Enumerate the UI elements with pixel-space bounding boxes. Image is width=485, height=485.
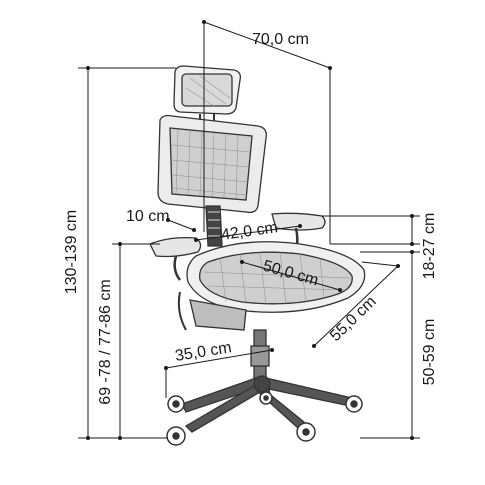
- label-seat-width: 42,0 cm: [220, 219, 279, 244]
- caster-3: [296, 422, 316, 442]
- dim-line-armrest-to-seat: [322, 214, 420, 246]
- label-armrest-to-seat: 18-27 cm: [421, 213, 438, 280]
- label-armrest-width: 10 cm: [126, 208, 170, 225]
- dim-line-chair-depth: [312, 261, 400, 348]
- label-seat-height: 50-59 cm: [421, 319, 438, 386]
- dim-line-seat-height: [360, 250, 420, 440]
- dim-line-total-height: [78, 66, 176, 440]
- dim-line-seat-width: [194, 224, 302, 242]
- dimension-lines: [78, 20, 420, 440]
- label-total-height: 130-139 cm: [63, 210, 80, 295]
- armrest-left: [149, 236, 202, 281]
- dim-line-armrest-height: [112, 242, 160, 440]
- label-depth-top: 70,0 cm: [252, 31, 309, 48]
- caster-1: [167, 395, 185, 413]
- dim-line-armrest-width: [166, 218, 196, 232]
- casters: [166, 391, 363, 446]
- chair-illustration: [149, 65, 366, 446]
- headrest: [173, 65, 242, 122]
- caster-5: [259, 391, 273, 405]
- caster-2: [166, 426, 186, 446]
- label-armrest-height: 69 -78 / 77-86 cm: [97, 279, 114, 404]
- caster-4: [345, 395, 363, 413]
- dim-line-base-radius: [164, 348, 274, 398]
- label-base-radius: 35,0 cm: [174, 339, 233, 365]
- dim-line-depth-top: [202, 20, 332, 244]
